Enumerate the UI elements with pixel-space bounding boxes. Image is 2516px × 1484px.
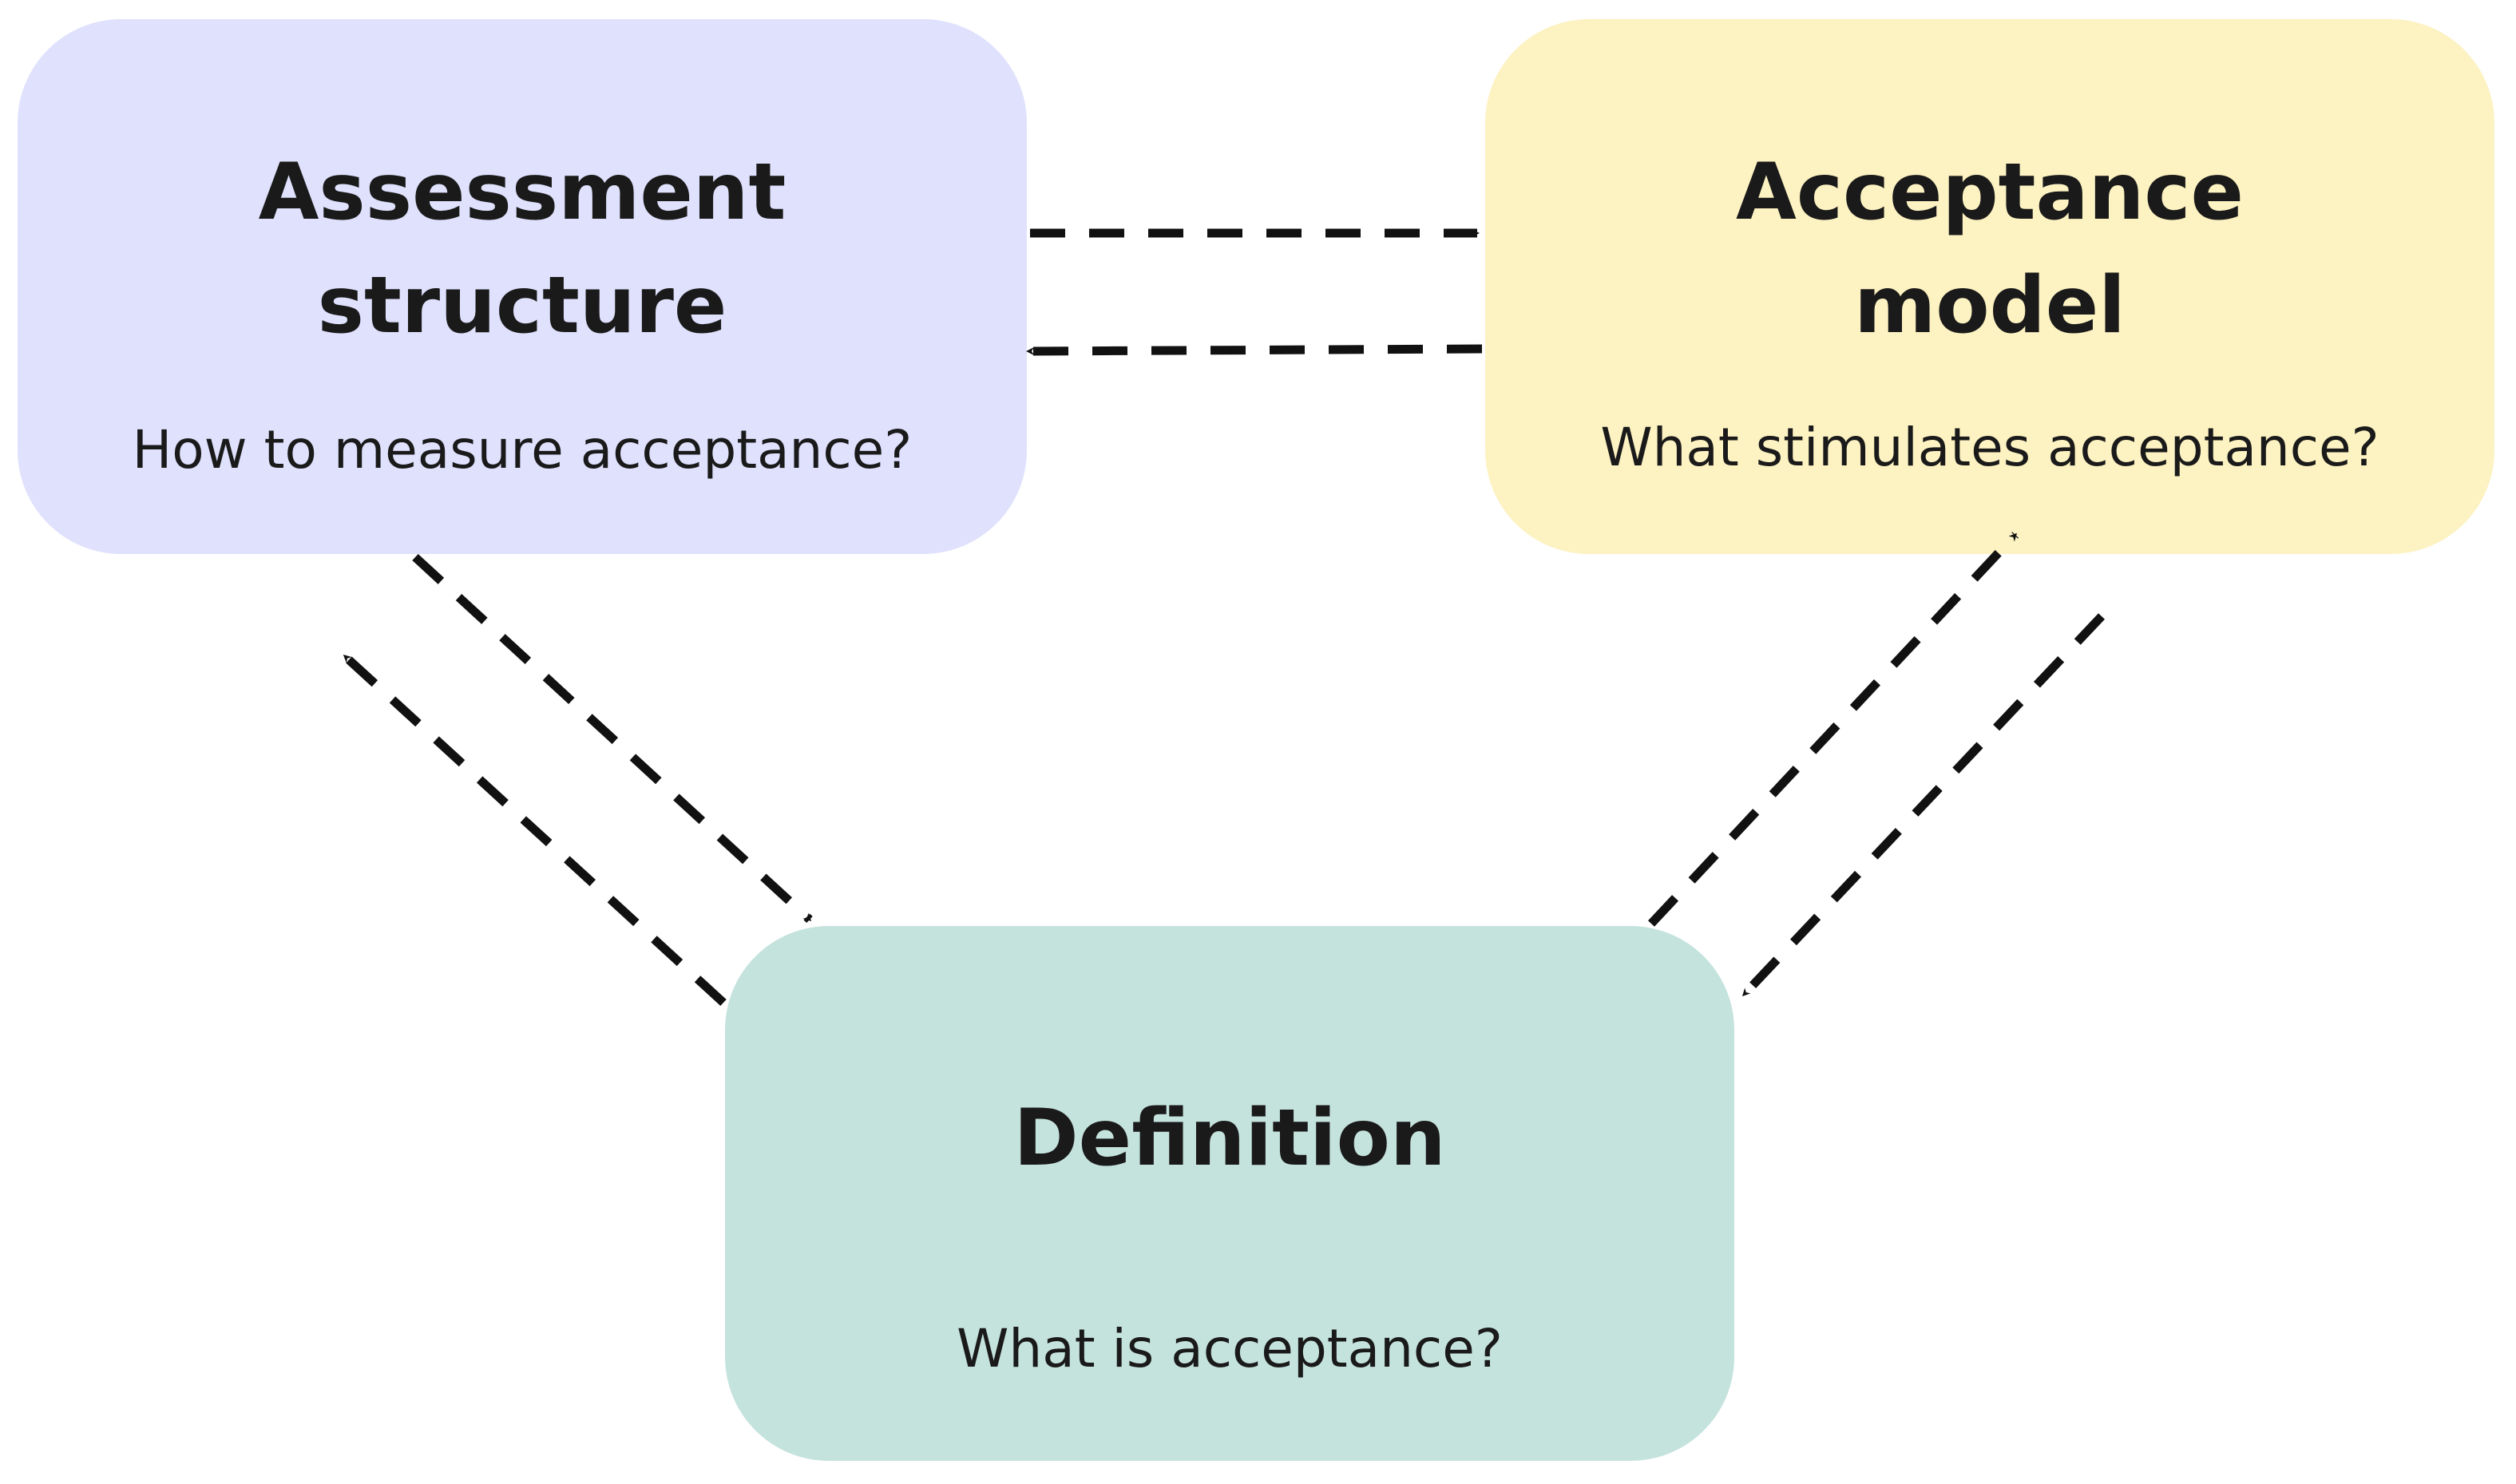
definition-node: Definition What is acceptance? [725,926,1734,1461]
definition-title: Definition [1013,1093,1446,1184]
assessment-structure-question: How to measure acceptance? [132,419,913,481]
arrow-definition-to-assessment [342,652,727,1007]
acceptance-model-question: What stimulates acceptance? [1600,417,2379,478]
arrow-definition-to-acceptance [1647,532,2019,927]
arrow-acceptance-to-definition [1741,613,2105,998]
definition-question: What is acceptance? [957,1318,1503,1379]
arrow-acceptance-to-assessment [1026,344,1483,356]
arrow-assessment-to-definition [412,553,813,924]
